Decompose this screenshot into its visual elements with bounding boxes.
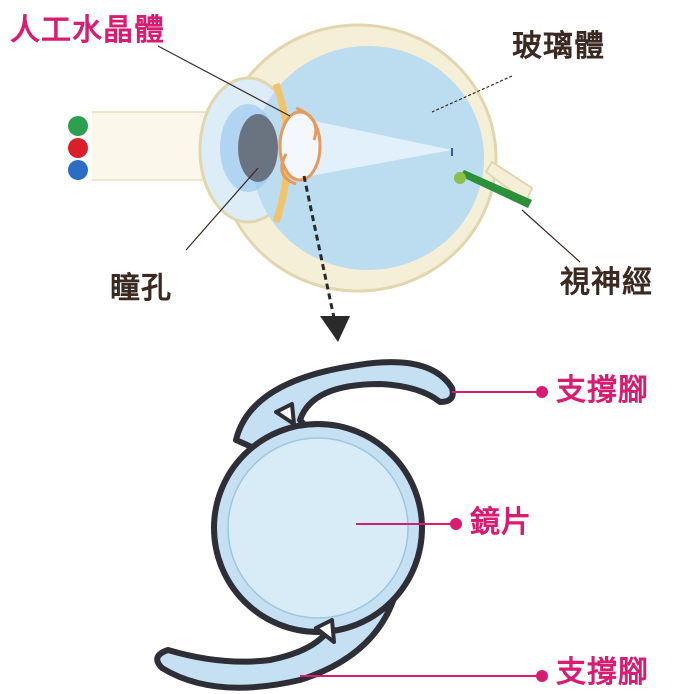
artificial-lens-leader-line: [157, 45, 291, 117]
optic-nerve-label: 視神經: [560, 265, 653, 300]
haptic-top-leader: [452, 386, 548, 398]
haptic-top-label: 支撐腳: [556, 373, 649, 408]
optic-nerve-leader-line: [521, 209, 581, 263]
zoom-arrow: [302, 175, 350, 342]
haptic-bottom-leader: [300, 670, 548, 682]
top-haptic-hole: [274, 402, 296, 426]
haptic-bottom-label: 支撐腳: [556, 655, 649, 690]
red-light-dot: [68, 138, 88, 158]
eyeball: [198, 23, 498, 293]
pupil-label: 瞳孔: [110, 271, 172, 306]
vitreous-label: 玻璃體: [512, 29, 605, 64]
optic-leader: [356, 518, 462, 530]
pupil-leader-line: [185, 167, 259, 251]
optic-inner: [227, 437, 409, 619]
intraocular-lens: [154, 359, 456, 691]
optic-label: 鏡片: [470, 505, 532, 540]
optic-nerve: [454, 160, 534, 208]
bottom-haptic-hole: [314, 618, 336, 644]
blue-light-dot: [68, 160, 88, 180]
artificial-lens-label: 人工水晶體: [10, 13, 165, 48]
green-light-dot: [68, 116, 88, 136]
